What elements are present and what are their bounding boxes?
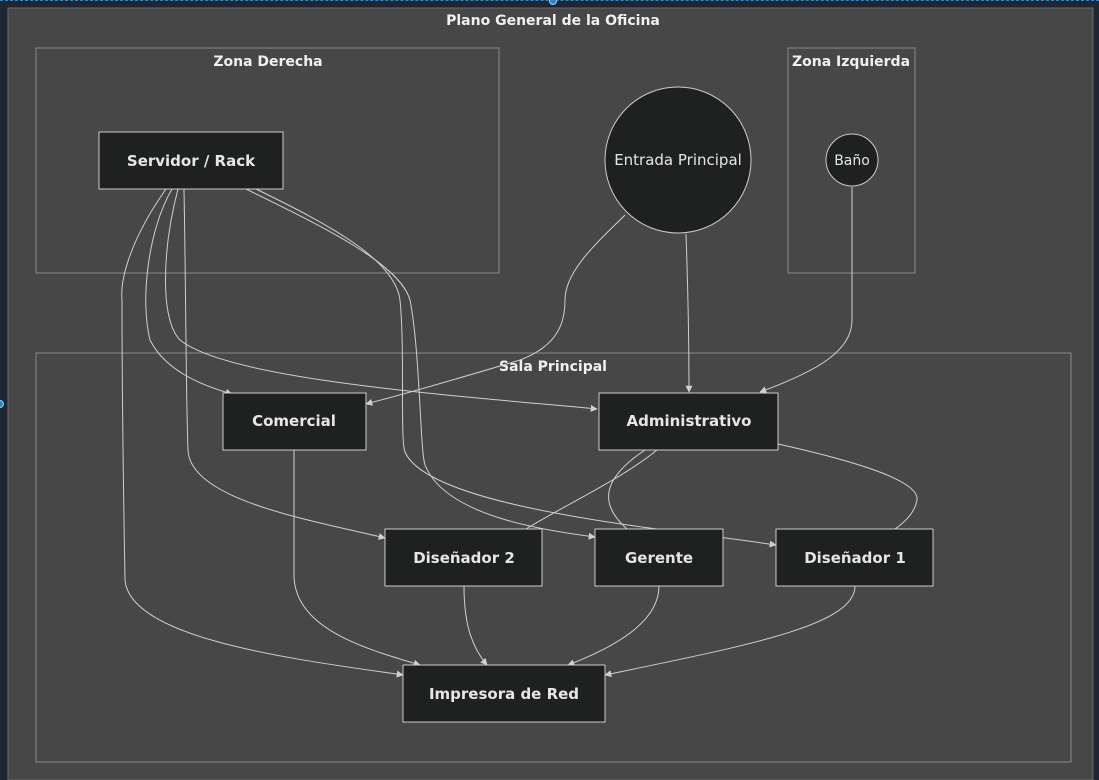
node-bano-label: Baño: [834, 153, 870, 169]
diagram-background: [7, 7, 1094, 780]
node-comercial[interactable]: Comercial: [222, 392, 367, 451]
zone-derecha: Zona Derecha: [35, 47, 500, 274]
zone-sala-principal-label: Sala Principal: [499, 359, 607, 375]
node-servidor-rack[interactable]: Servidor / Rack: [98, 131, 284, 190]
edge-servidor-administrativo: [165, 188, 598, 412]
node-disenador2-box[interactable]: [384, 528, 543, 587]
edges: [121, 187, 918, 678]
edge-disenador1-impresora: [604, 585, 856, 678]
edge-servidor-comercial: [145, 188, 233, 396]
edge-comercial-impresora: [293, 450, 421, 667]
node-impresora-de-red[interactable]: Impresora de Red: [402, 664, 606, 723]
node-administrativo-label: Administrativo: [627, 412, 752, 430]
node-comercial-label: Comercial: [252, 412, 336, 430]
node-servidor-rack-label: Servidor / Rack: [127, 152, 256, 170]
node-disenador1-label: Diseñador 1: [804, 549, 906, 567]
node-entrada-principal[interactable]: Entrada Principal: [604, 86, 752, 234]
edge-bano-administrativo: [759, 187, 853, 394]
node-servidor-rack-box[interactable]: [98, 131, 284, 190]
node-bano[interactable]: Baño: [825, 133, 879, 187]
node-gerente-label: Gerente: [625, 549, 693, 567]
node-administrativo-box[interactable]: [598, 392, 779, 451]
zone-sala-principal: Sala Principal: [35, 352, 1072, 763]
node-disenador1[interactable]: Diseñador 1: [775, 528, 934, 587]
node-comercial-box[interactable]: [222, 392, 367, 451]
edge-entrada-administrativo: [685, 233, 693, 393]
edge-entrada-comercial: [365, 214, 626, 406]
node-impresora-de-red-label: Impresora de Red: [429, 685, 579, 703]
node-impresora-de-red-box[interactable]: [402, 664, 606, 723]
edge-disenador2-impresora: [463, 585, 488, 666]
resize-handle-top[interactable]: [549, 0, 557, 5]
node-disenador2-label: Diseñador 2: [413, 549, 515, 567]
edge-servidor-impresora: [121, 188, 404, 678]
edge-administrativo-gerente: [608, 449, 646, 530]
zone-derecha-border: [35, 47, 500, 274]
diagram-title: Plano General de la Oficina: [446, 13, 660, 29]
node-gerente[interactable]: Gerente: [594, 528, 724, 587]
node-administrativo[interactable]: Administrativo: [598, 392, 779, 451]
edge-gerente-impresora: [567, 585, 660, 667]
node-disenador1-box[interactable]: [775, 528, 934, 587]
node-gerente-box[interactable]: [594, 528, 724, 587]
node-bano-circle[interactable]: [825, 133, 879, 187]
zone-izquierda-label: Zona Izquierda: [792, 54, 910, 70]
edge-administrativo-disenador1: [777, 443, 918, 530]
edge-administrativo-disenador2: [525, 449, 658, 530]
edge-servidor-disenador1: [255, 188, 777, 548]
zone-sala-principal-border: [35, 352, 1072, 763]
node-disenador2[interactable]: Diseñador 2: [384, 528, 543, 587]
edge-servidor-gerente: [245, 188, 596, 540]
edge-servidor-disenador2: [183, 188, 386, 540]
node-entrada-principal-circle[interactable]: [604, 86, 752, 234]
node-entrada-principal-label: Entrada Principal: [614, 151, 742, 169]
zone-derecha-label: Zona Derecha: [213, 54, 322, 70]
